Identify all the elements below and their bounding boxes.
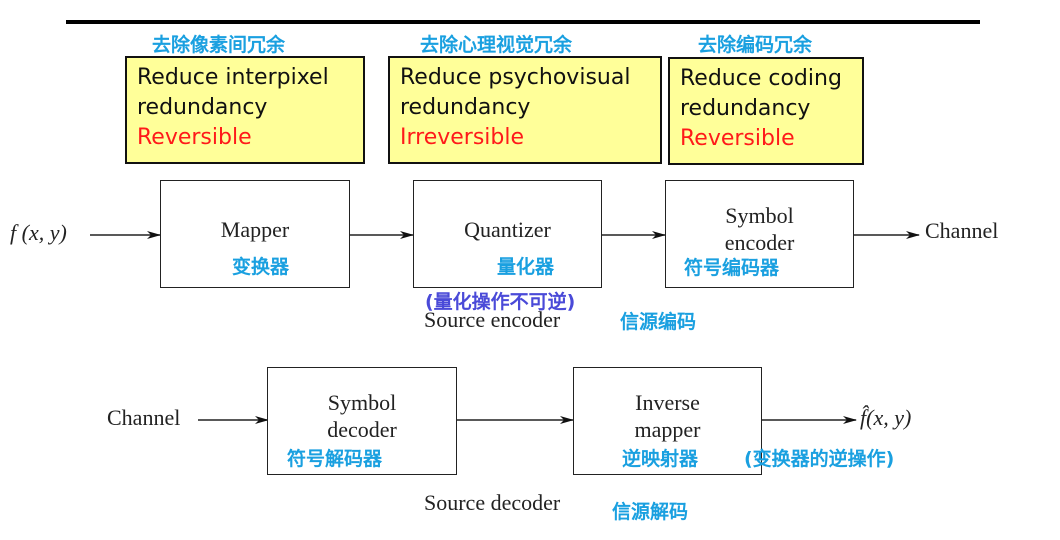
quantizer-irreversible-note: (量化操作不可逆): [425, 291, 576, 313]
note-line2: redundancy: [680, 96, 811, 121]
block-quantizer-cn: 量化器: [497, 256, 555, 278]
decoder-caption: Source decoder: [424, 490, 561, 515]
decoder-caption-cn: 信源解码: [612, 501, 689, 523]
encoder-caption-cn: 信源编码: [620, 311, 697, 333]
note-line1: Reduce psychovisual: [400, 65, 631, 90]
block-symbol-decoder: [267, 367, 457, 475]
note-property: Irreversible: [400, 125, 525, 150]
top-rule: [66, 20, 980, 24]
encoder-output-label: Channel: [925, 218, 999, 243]
block-mapper: [160, 180, 350, 288]
note-property: Reversible: [680, 126, 795, 151]
block-symbol-encoder: [665, 180, 854, 288]
note-line1: Reduce interpixel: [137, 65, 329, 90]
note-title-interpixel: 去除像素间冗余: [152, 34, 286, 56]
block-inverse-mapper-cn: 逆映射器: [622, 448, 699, 470]
encoder-input-label: f (x, y): [10, 220, 67, 245]
note-title-coding: 去除编码冗余: [698, 34, 813, 56]
block-quantizer: [413, 180, 602, 288]
decoder-input-label: Channel: [107, 405, 181, 430]
note-title-psychovisual: 去除心理视觉冗余: [420, 34, 573, 56]
note-psychovisual: Reduce psychovisual redundancy Irreversi…: [388, 56, 662, 164]
block-symbol-decoder-line1: Symbol: [327, 390, 397, 415]
block-symbol-encoder-line2: encoder: [724, 230, 795, 255]
block-symbol-decoder-line2: decoder: [327, 417, 397, 442]
note-coding: Reduce coding redundancy Reversible: [668, 57, 864, 165]
inverse-mapper-note: (变换器的逆操作): [744, 448, 895, 470]
block-inverse-mapper-line2: mapper: [634, 417, 701, 442]
block-symbol-encoder-line1: Symbol: [725, 203, 794, 228]
decoder-output-label: f̂(x, y): [860, 405, 912, 430]
block-symbol-decoder-cn: 符号解码器: [287, 448, 383, 470]
block-symbol-encoder-cn: 符号编码器: [684, 257, 780, 279]
block-mapper-cn: 变换器: [232, 256, 290, 278]
note-line2: redundancy: [400, 95, 531, 120]
block-inverse-mapper-line1: Inverse: [635, 390, 700, 415]
note-interpixel: Reduce interpixel redundancy Reversible: [125, 56, 365, 164]
block-quantizer-label: Quantizer: [464, 217, 551, 242]
note-line2: redundancy: [137, 95, 268, 120]
note-line1: Reduce coding: [680, 66, 842, 91]
block-inverse-mapper: [573, 367, 762, 475]
note-property: Reversible: [137, 125, 252, 150]
encoder-caption: Source encoder: [424, 307, 561, 332]
block-mapper-label: Mapper: [220, 217, 290, 242]
